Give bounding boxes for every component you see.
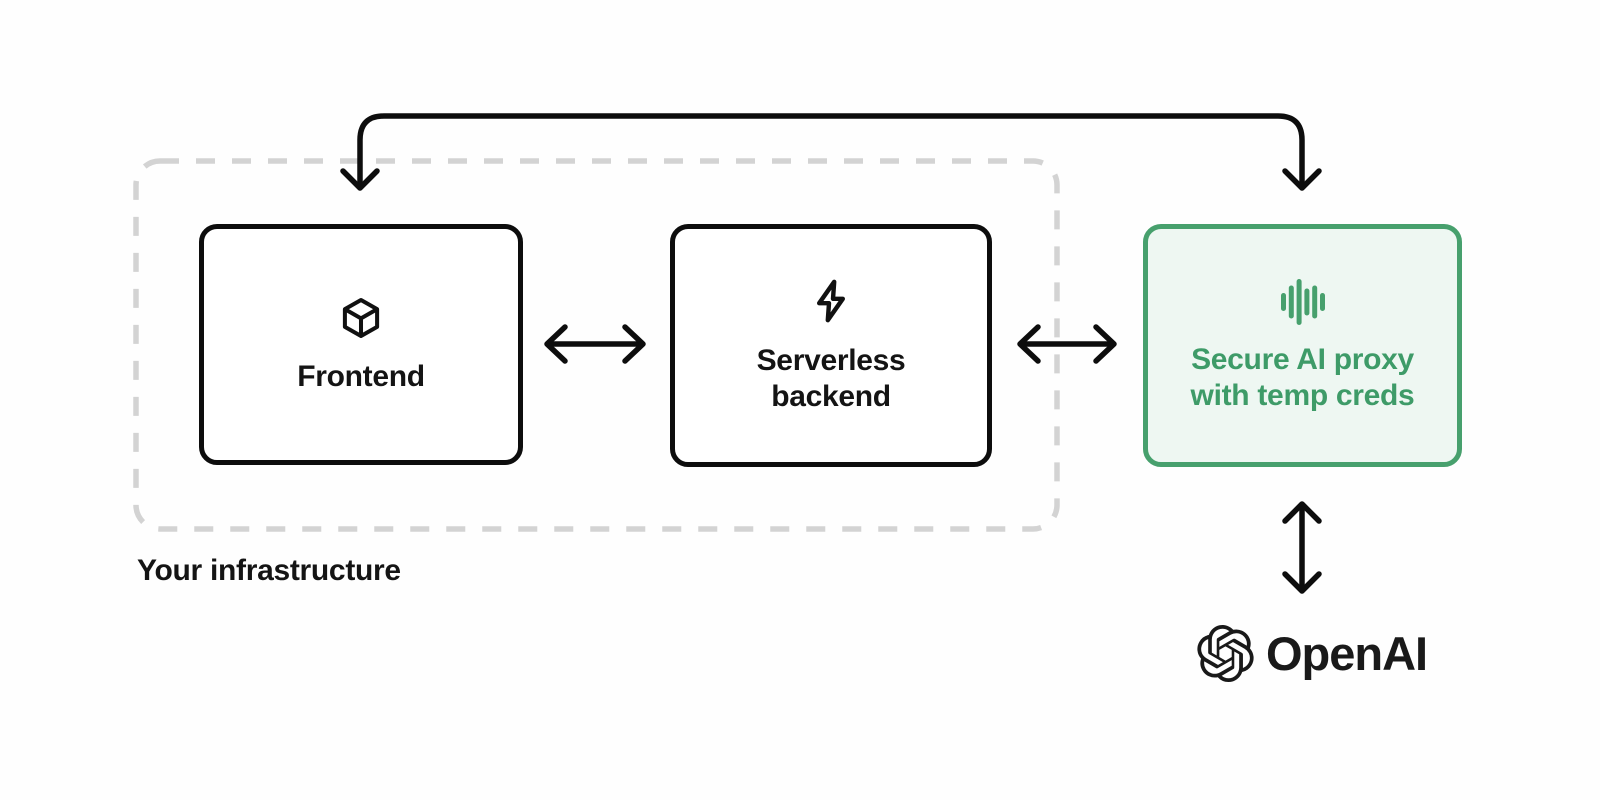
serverless-backend-label: Serverless backend — [756, 343, 906, 413]
openai-brand: OpenAI — [1197, 625, 1428, 682]
frontend-backend-arrow — [544, 324, 646, 364]
audio-waveform-icon — [1280, 278, 1325, 325]
infrastructure-dashed-border — [133, 158, 1060, 532]
frontend-node: Frontend — [199, 224, 523, 465]
openai-wordmark: OpenAI — [1266, 627, 1428, 680]
openai-logo-icon — [1197, 625, 1254, 682]
top-connector-arrow — [340, 113, 1322, 191]
frontend-label: Frontend — [297, 359, 425, 393]
cube-icon — [342, 297, 380, 338]
backend-proxy-arrow — [1017, 324, 1117, 364]
serverless-backend-node: Serverless backend — [670, 224, 992, 467]
lightning-bolt-icon — [817, 279, 845, 322]
secure-ai-proxy-label: Secure AI proxy with temp creds — [1190, 342, 1415, 412]
infrastructure-caption: Your infrastructure — [137, 554, 401, 587]
proxy-openai-arrow — [1282, 501, 1322, 594]
secure-ai-proxy-node: Secure AI proxy with temp creds — [1143, 224, 1462, 467]
